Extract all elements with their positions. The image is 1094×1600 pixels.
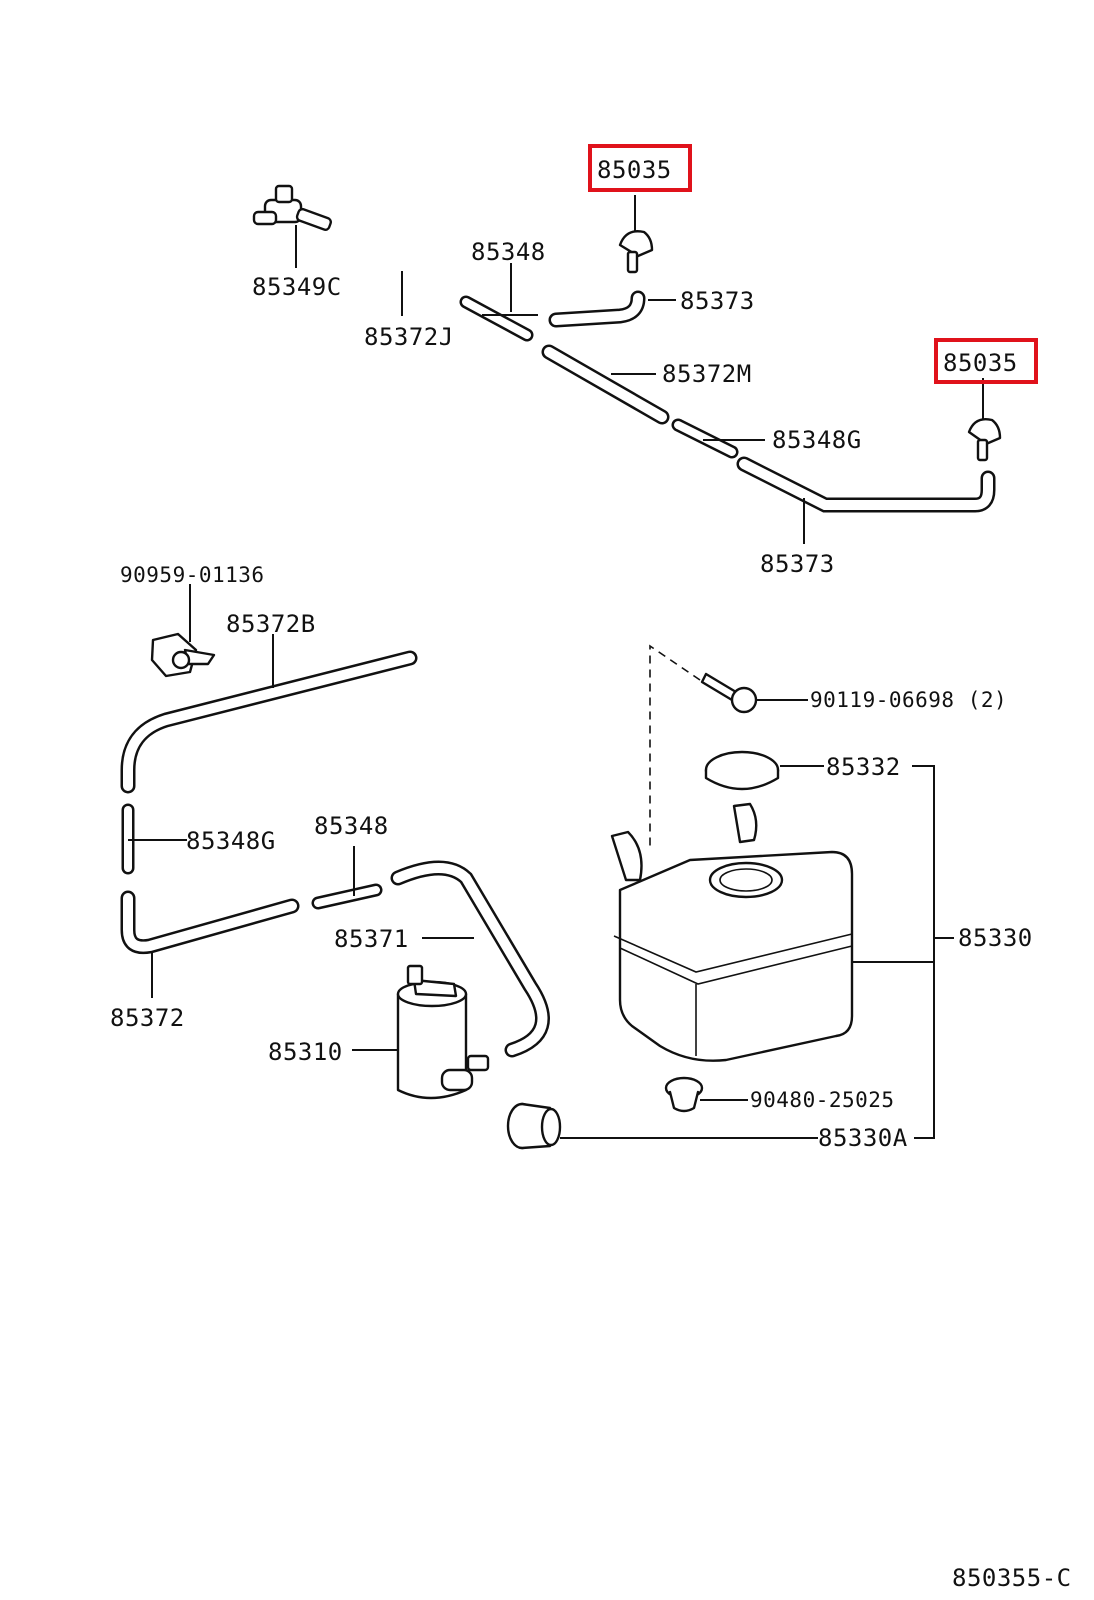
nozzle-85035-left [618,195,654,274]
label-85372: 85372 [110,1004,185,1032]
label-90480-25025: 90480-25025 [750,1088,895,1112]
label-85373-upper: 85373 [680,287,755,315]
label-85372b: 85372B [226,610,316,638]
hose-85373-upper [548,290,676,328]
label-85332: 85332 [826,753,901,781]
label-85348-mid: 85348 [314,812,389,840]
tee-joint-85349c [252,184,333,268]
label-85372m: 85372M [662,360,752,388]
label-85035-right: 85035 [943,349,1018,377]
washer-tank-85330 [610,802,934,1062]
label-85330a: 85330A [818,1124,908,1152]
label-85348-top: 85348 [471,238,546,266]
connector-85348g-lower [121,803,187,875]
label-85330: 85330 [958,924,1033,952]
connector-85348g-upper [671,418,765,459]
grommet-90480-25025 [664,1076,748,1113]
tank-cap-85332 [704,750,824,791]
label-85035-left: 85035 [597,156,672,184]
label-85373-lower: 85373 [760,550,835,578]
hose-85372 [120,890,300,998]
label-85310: 85310 [268,1038,343,1066]
hose-85371 [390,860,550,1058]
label-85348g-upper: 85348G [772,426,862,454]
washer-pump-85310 [352,964,490,1100]
guide-dashed-line [649,644,701,848]
connector-85348-mid [311,846,383,910]
bolt-90119-06698 [700,672,808,714]
label-90119-06698: 90119-06698 (2) [810,688,1007,712]
nozzle-85035-right [967,378,1002,462]
label-85372j: 85372J [364,323,454,351]
highlight-box-right [934,338,1038,384]
label-90959-01136: 90959-01136 [120,563,265,587]
hose-85372j [338,231,460,316]
clamp-90959-01136 [150,584,216,678]
label-85371: 85371 [334,925,409,953]
seal-85330a [506,1102,818,1150]
grouping-bracket [912,765,954,1139]
highlight-box-left [588,144,692,192]
hose-85372b [120,634,418,794]
label-85349c: 85349C [252,273,342,301]
connector-85348-top [459,263,538,342]
hose-85372m [541,344,670,425]
label-85348g-lower: 85348G [186,827,276,855]
hose-85373-lower [736,456,996,544]
diagram-code: 850355-C [952,1564,1072,1592]
